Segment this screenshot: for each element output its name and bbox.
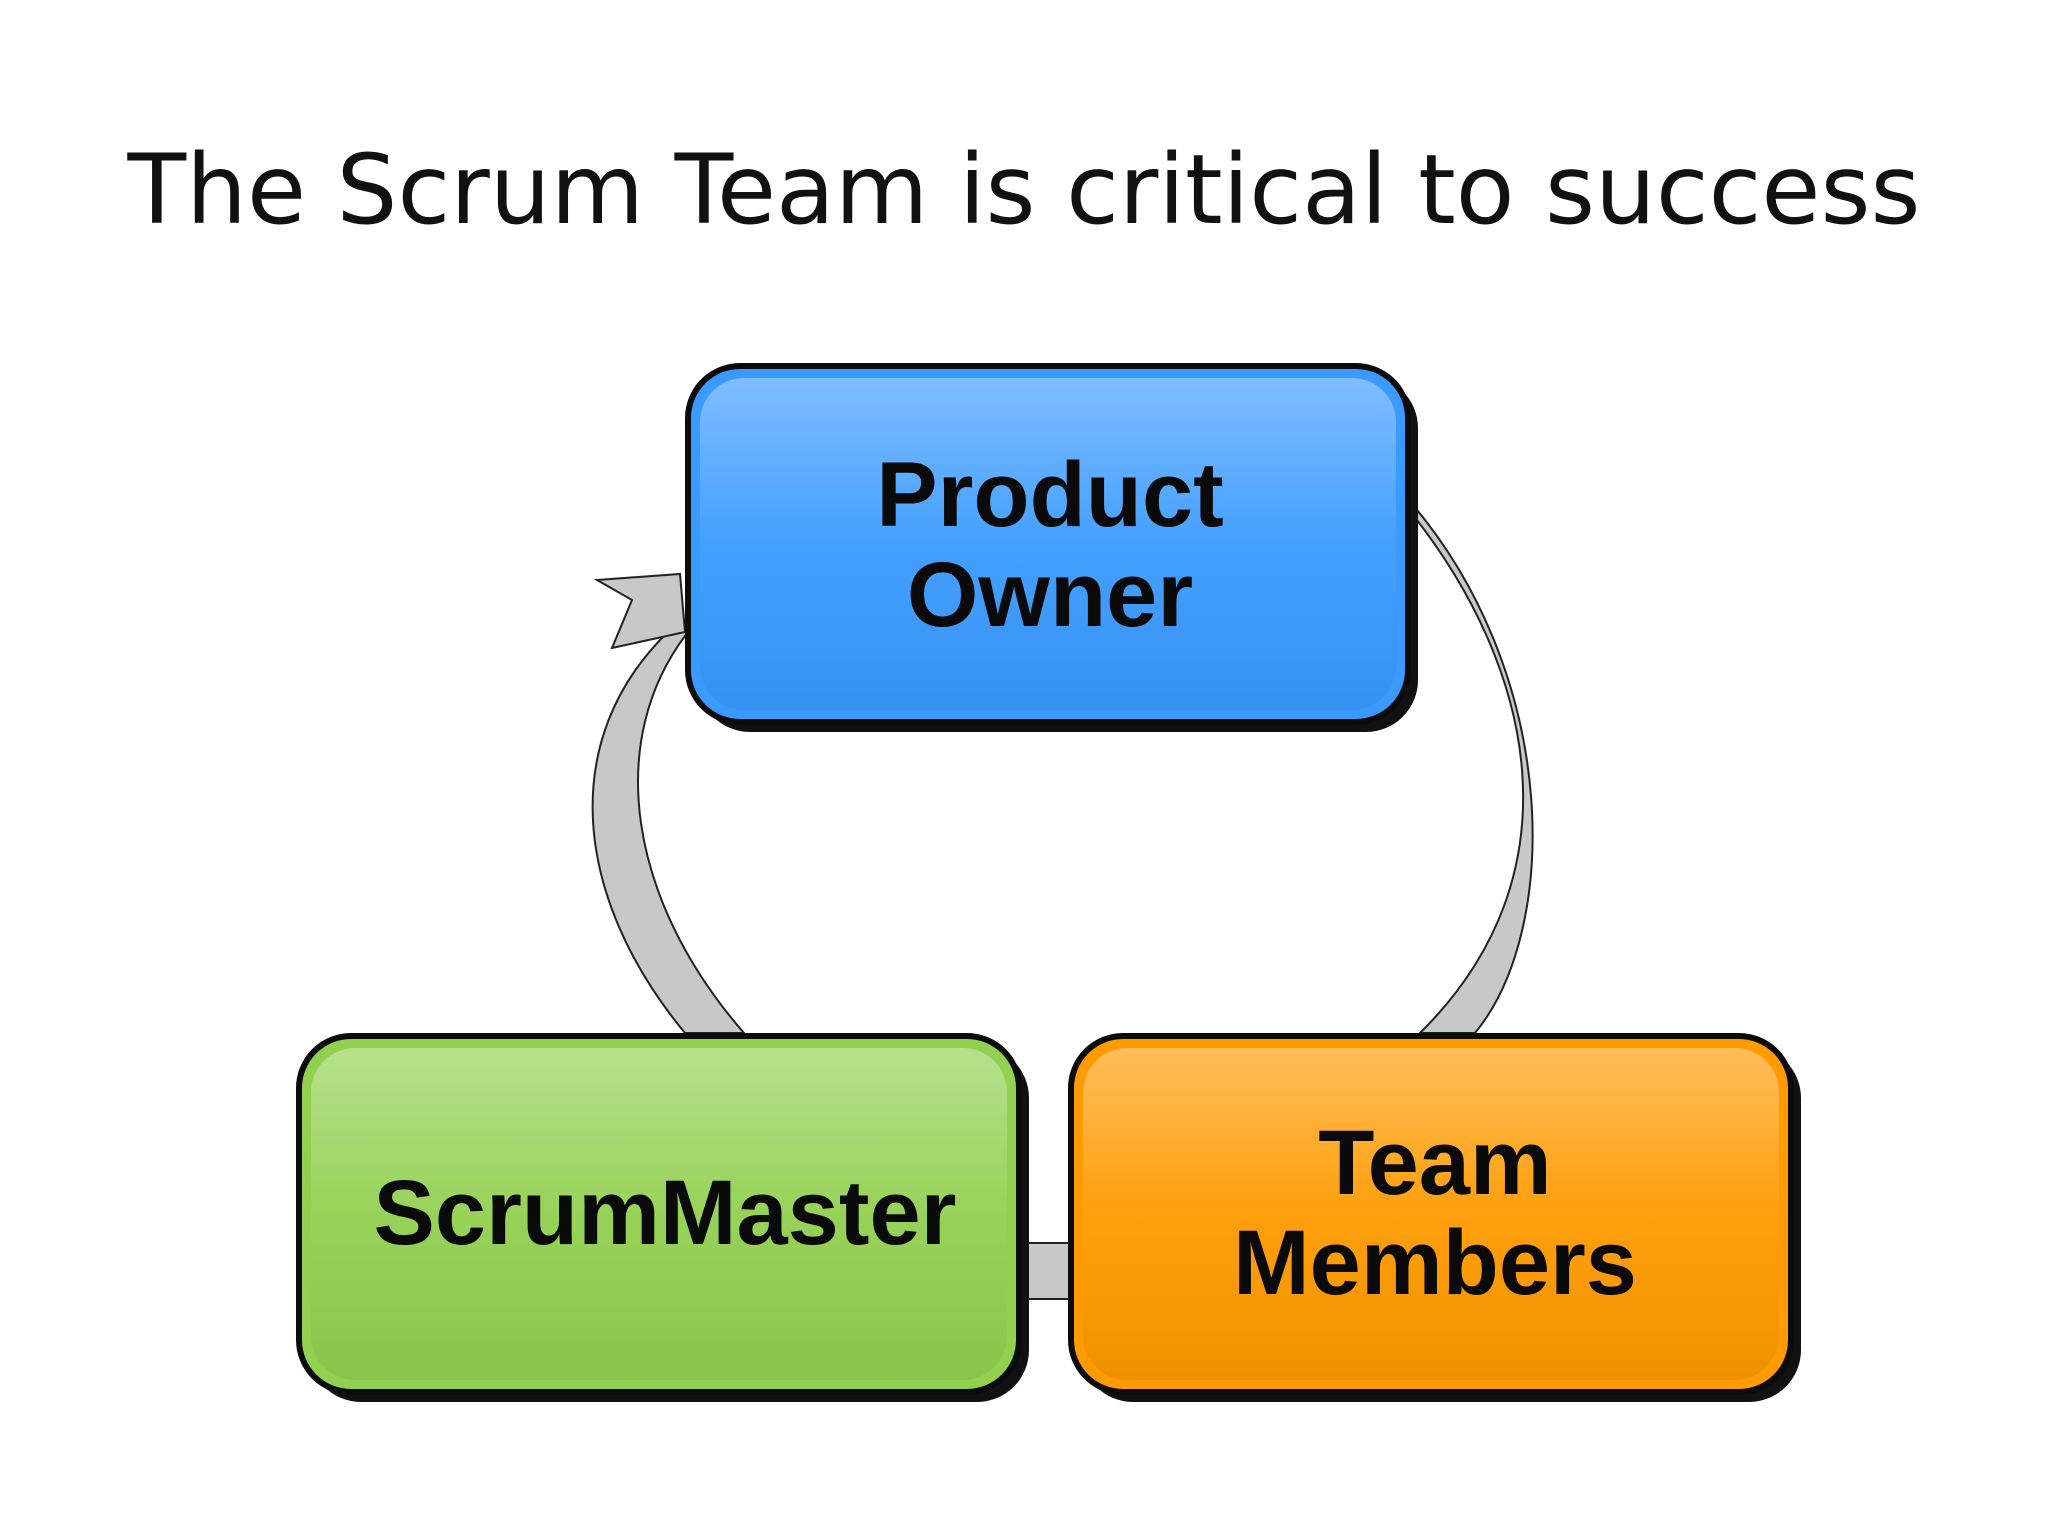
node-label-line: Members (1233, 1212, 1637, 1314)
slide-title: The Scrum Team is critical to success (127, 134, 1921, 246)
node-label-line: Product (876, 444, 1224, 546)
connector-bar-bottom (1019, 1242, 1077, 1300)
connector-arc-right (1412, 502, 1534, 1034)
node-label-line: ScrumMaster (374, 1162, 957, 1264)
node-label-line: Team (1318, 1112, 1552, 1214)
node-product-owner: Product Owner (685, 363, 1418, 732)
arrowhead-icon (593, 572, 687, 650)
cycle-connectors (591, 502, 1534, 1300)
node-team-members: Team Members (1068, 1033, 1801, 1402)
node-scrummaster: ScrumMaster (296, 1033, 1029, 1402)
node-label-line: Owner (907, 544, 1193, 646)
